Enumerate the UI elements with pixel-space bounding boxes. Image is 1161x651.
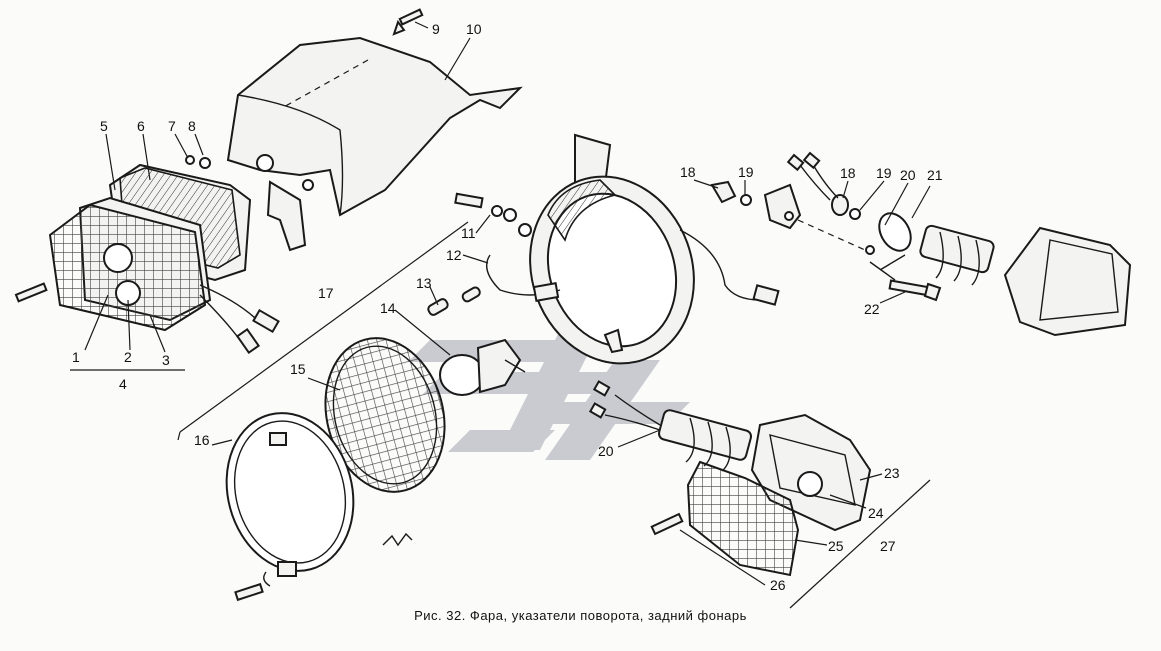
headlight-rim-16 — [225, 412, 413, 602]
callout-8: 8 — [188, 118, 196, 134]
callout-4: 4 — [119, 376, 127, 392]
callout-12: 12 — [446, 247, 462, 263]
callout-27: 27 — [880, 538, 896, 554]
callout-20-rear: 20 — [900, 167, 916, 183]
callout-22: 22 — [864, 301, 880, 317]
rear-turn-signal — [710, 151, 1132, 337]
callout-15: 15 — [290, 361, 306, 377]
callout-labels: 1 2 3 4 5 6 7 8 9 10 11 12 13 14 15 16 1… — [72, 21, 943, 593]
callout-5: 5 — [100, 118, 108, 134]
mounting-bolt-11 — [454, 192, 517, 222]
callout-10: 10 — [466, 21, 482, 37]
callout-2: 2 — [124, 349, 132, 365]
callout-20-front: 20 — [598, 443, 614, 459]
front-turn-signal — [588, 380, 872, 577]
headlight-lens-15 — [324, 337, 446, 493]
bulb-13 — [427, 286, 481, 316]
group-bracket-27 — [789, 479, 931, 609]
callout-21: 21 — [927, 167, 943, 183]
leader-lines — [84, 21, 931, 586]
callout-19-rear: 19 — [876, 165, 892, 181]
callout-18-rear: 18 — [840, 165, 856, 181]
callout-16: 16 — [194, 432, 210, 448]
callout-11: 11 — [461, 225, 476, 241]
callout-9: 9 — [432, 21, 440, 37]
tail-light-assembly — [14, 155, 280, 355]
headlamp-bulb-14 — [439, 338, 526, 396]
callout-26: 26 — [770, 577, 786, 593]
screw-9 — [392, 8, 424, 36]
callout-23: 23 — [884, 465, 900, 481]
callout-1: 1 — [72, 349, 80, 365]
callout-17: 17 — [318, 285, 334, 301]
callout-13: 13 — [416, 275, 432, 291]
rear-fender-cover — [226, 36, 523, 252]
callout-19-front: 19 — [738, 164, 754, 180]
callout-3: 3 — [162, 352, 170, 368]
callout-24: 24 — [868, 505, 884, 521]
callout-7: 7 — [168, 118, 176, 134]
group-bracket-17 — [177, 221, 469, 441]
callout-6: 6 — [137, 118, 145, 134]
callout-25: 25 — [828, 538, 844, 554]
callout-18-front: 18 — [680, 164, 696, 180]
callout-14: 14 — [380, 300, 396, 316]
figure-caption: Рис. 32. Фара, указатели поворота, задни… — [414, 608, 747, 623]
headlight-housing — [486, 133, 780, 365]
